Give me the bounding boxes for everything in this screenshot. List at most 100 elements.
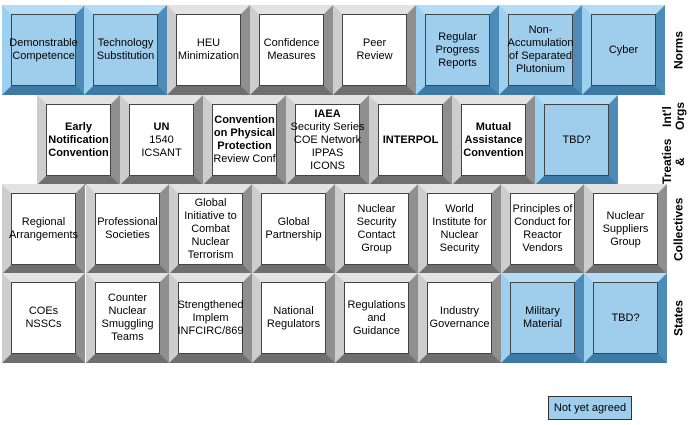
tile-text-line: Principles of <box>512 203 573 215</box>
tile-text-line: Non- <box>528 24 553 36</box>
tile-text-line: Strengthened <box>177 298 244 311</box>
tile-text-line: Smuggling <box>101 318 154 330</box>
tile-text-line: Material <box>522 318 563 330</box>
tile-text-line: Accumulation <box>507 37 574 49</box>
tile-text-line: Nuclear <box>108 305 147 317</box>
tile-text-line: Competence <box>12 50 75 62</box>
tile-r3-c7: TBD? <box>584 273 667 363</box>
tile-text-line: Measures <box>267 50 316 62</box>
tile-text-line: and <box>367 311 386 324</box>
tile-text-line: Regular <box>438 30 477 43</box>
tile-face: TBD? <box>593 282 658 354</box>
tile-text-line: Confidence <box>263 37 320 49</box>
tile-text-line: COE Network <box>293 133 362 146</box>
tile-text-line: INFCIRC/869 <box>177 324 244 337</box>
row-label-line: States <box>671 299 686 337</box>
tile-text-line: Nuclear <box>606 209 645 222</box>
tile-text-line: Progress <box>435 43 480 56</box>
tile-text-line: Regulators <box>266 318 321 330</box>
tile-text-line: Nuclear <box>357 203 396 215</box>
tile-text-line: Group <box>610 235 641 248</box>
tile-text-line: Convention <box>463 146 524 159</box>
tile-text-line: of Separated <box>509 50 572 62</box>
tile-text-line: Partnership <box>265 229 322 241</box>
tile-face: TBD? <box>544 104 609 176</box>
tile-text-line: Terrorism <box>187 248 234 261</box>
row-label-line: Treaties & <box>660 138 687 185</box>
tile-text-line: Industry <box>439 305 480 317</box>
tile-text-line: Technology <box>97 37 154 49</box>
tile-text-line: Review Conf <box>213 153 276 165</box>
tile-text-line: Implem <box>192 311 229 324</box>
tile-text-line: Notification <box>48 133 109 146</box>
tile-text-line: Conduct for <box>514 216 571 228</box>
tile-text-line: Societies <box>105 229 150 241</box>
tile-text-line: Regional <box>21 216 66 228</box>
tile-text-line: TBD? <box>562 133 591 146</box>
tile-text-line: Reactor <box>523 229 562 241</box>
tile-face: Cyber <box>591 14 656 86</box>
tile-text-line: Global <box>277 216 310 228</box>
tile-text-line: Counter <box>107 292 148 304</box>
tile-text-line: Initiative to <box>184 209 237 222</box>
tile-text-line: HEU <box>196 37 221 49</box>
tile-text-line: Review <box>356 50 393 62</box>
tile-text-line: Nuclear <box>191 235 230 248</box>
tile-text-line: INTERPOL <box>382 133 439 146</box>
tile-text-line: Teams <box>111 331 144 343</box>
row-label: States <box>664 273 694 363</box>
tile-text-line: Governance <box>429 318 490 330</box>
tile-text-line: Suppliers <box>602 222 649 235</box>
legend-not-yet-agreed: Not yet agreed <box>548 396 632 420</box>
tile-text-line: Military <box>525 305 560 317</box>
tile-text-line: Substitution <box>96 50 155 62</box>
row-label-line: Norms <box>671 31 686 70</box>
tile-text-line: Vendors <box>522 242 563 254</box>
tile-text-line: Early <box>65 120 92 133</box>
tile-text-line: Regulations <box>347 298 406 311</box>
tile-text-line: 1540 <box>149 133 174 146</box>
tile-text-line: World <box>445 203 474 215</box>
row-label-line: Collectives <box>671 197 686 261</box>
tile-text-line: Security <box>439 242 480 254</box>
tile-r0-c7: Cyber <box>582 5 665 95</box>
tile-text-line: Professional <box>97 216 158 228</box>
tile-text-line: Combat <box>191 222 230 235</box>
tile-text-line: Plutonium <box>516 63 565 75</box>
tile-text-line: Guidance <box>352 324 401 337</box>
tile-text-line: ICONS <box>310 159 345 172</box>
legend-label: Not yet agreed <box>553 402 627 414</box>
tile-text-line: Mutual <box>475 120 512 133</box>
